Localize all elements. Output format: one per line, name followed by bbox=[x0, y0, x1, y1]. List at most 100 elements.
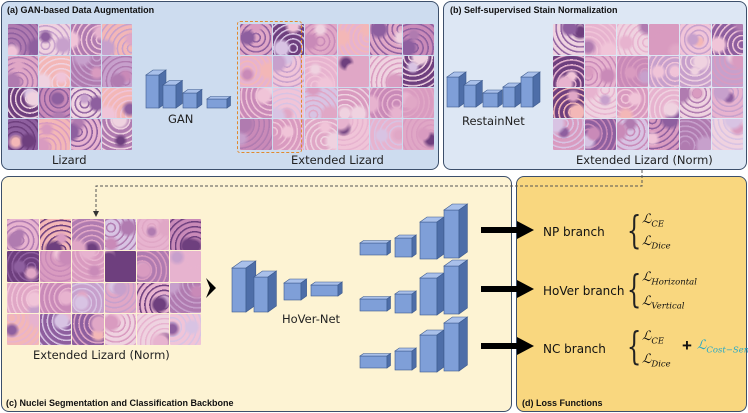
decoder-branch-block bbox=[394, 290, 418, 314]
restainnet-layer-block bbox=[446, 71, 467, 108]
tissue-tile bbox=[712, 55, 743, 87]
panel-c-title: (c) Nuclei Segmentation and Classificati… bbox=[6, 398, 234, 408]
tissue-tile bbox=[616, 55, 648, 87]
restainnet-layer-block bbox=[502, 82, 522, 108]
decoder-branch-block bbox=[419, 329, 445, 373]
tissue-tile bbox=[240, 87, 272, 119]
tissue-tile bbox=[370, 55, 402, 87]
np-loss-brace: { bbox=[626, 208, 642, 252]
tissue-tile bbox=[305, 119, 337, 150]
tissue-tile bbox=[169, 250, 201, 282]
loss-ce-nc: ℒCE bbox=[642, 329, 665, 347]
tissue-tile bbox=[39, 55, 70, 87]
tissue-tile bbox=[137, 314, 169, 345]
tissue-tile bbox=[337, 119, 369, 150]
tissue-tile bbox=[104, 250, 136, 282]
tissue-tile bbox=[72, 250, 104, 282]
tissue-tile bbox=[680, 55, 712, 87]
tissue-tile bbox=[39, 87, 70, 119]
tissue-tile bbox=[70, 55, 101, 87]
tissue-tile bbox=[712, 24, 743, 55]
gan-layer-block bbox=[182, 88, 203, 109]
tissue-tile bbox=[272, 24, 304, 55]
dashed-connector bbox=[93, 170, 643, 217]
tissue-tile bbox=[240, 24, 272, 55]
tissue-tile bbox=[402, 24, 434, 55]
input-chevron-arrow bbox=[206, 278, 216, 298]
tissue-tile bbox=[370, 119, 402, 150]
tissue-tile bbox=[553, 24, 584, 55]
tissue-tile bbox=[553, 119, 584, 150]
decoder-branch-block bbox=[359, 239, 392, 256]
normalized-image-grid-c bbox=[7, 219, 201, 345]
tissue-tile bbox=[553, 87, 584, 119]
tissue-tile bbox=[104, 282, 136, 314]
extended-lizard-norm-label-b: Extended Lizard (Norm) bbox=[576, 153, 713, 167]
loss-dice-np: ℒDice bbox=[642, 234, 671, 252]
decoder-branch-block bbox=[359, 295, 392, 312]
restainnet-layer-block bbox=[463, 79, 484, 108]
restainnet-layer-block bbox=[482, 89, 504, 108]
hovernet-encoder-block bbox=[231, 260, 257, 313]
tissue-tile bbox=[712, 87, 743, 119]
tissue-tile bbox=[272, 87, 304, 119]
tissue-tile bbox=[402, 87, 434, 119]
decoder-branch-block bbox=[443, 259, 469, 315]
normalized-image-grid-b bbox=[553, 24, 743, 150]
tissue-tile bbox=[8, 55, 39, 87]
np-branch-arrow bbox=[481, 221, 534, 239]
tissue-tile bbox=[272, 55, 304, 87]
gan-label: GAN bbox=[168, 112, 194, 126]
decoder-branch-block bbox=[419, 216, 445, 260]
tissue-tile bbox=[616, 24, 648, 55]
panel-loss-functions bbox=[516, 176, 747, 412]
tissue-tile bbox=[648, 119, 680, 150]
tissue-tile bbox=[584, 24, 616, 55]
hover-branch-label: HoVer branch bbox=[543, 284, 625, 298]
tissue-tile bbox=[8, 87, 39, 119]
tissue-tile bbox=[70, 119, 101, 150]
tissue-tile bbox=[616, 119, 648, 150]
tissue-tile bbox=[101, 119, 132, 150]
generated-images-highlight bbox=[237, 21, 302, 153]
hovernet-label: HoVer-Net bbox=[282, 312, 341, 326]
tissue-tile bbox=[72, 219, 104, 250]
tissue-tile bbox=[680, 24, 712, 55]
tissue-tile bbox=[101, 87, 132, 119]
tissue-tile bbox=[169, 219, 201, 250]
tissue-tile bbox=[39, 314, 71, 345]
tissue-tile bbox=[8, 24, 39, 55]
decoder-branch-block bbox=[394, 234, 418, 258]
decoder-branch-block bbox=[394, 347, 418, 371]
tissue-tile bbox=[137, 250, 169, 282]
tissue-tile bbox=[104, 314, 136, 345]
tissue-tile bbox=[39, 219, 71, 250]
nc-branch-label: NC branch bbox=[543, 342, 606, 356]
tissue-tile bbox=[553, 55, 584, 87]
tissue-tile bbox=[305, 87, 337, 119]
loss-vertical: ℒVertical bbox=[642, 294, 685, 312]
plus-sign: + bbox=[682, 336, 692, 355]
nc-branch-arrow bbox=[481, 337, 534, 355]
tissue-tile bbox=[305, 24, 337, 55]
tissue-tile bbox=[169, 282, 201, 314]
tissue-tile bbox=[169, 314, 201, 345]
tissue-tile bbox=[101, 55, 132, 87]
lizard-label: Lizard bbox=[52, 153, 87, 167]
hovernet-encoder-block bbox=[310, 281, 344, 297]
extended-lizard-label: Extended Lizard bbox=[291, 153, 384, 167]
tissue-tile bbox=[305, 55, 337, 87]
decoder-branch-block bbox=[443, 316, 469, 372]
loss-horizontal: ℒHorizontal bbox=[642, 270, 697, 288]
tissue-tile bbox=[72, 282, 104, 314]
decoder-branch-block bbox=[359, 352, 392, 369]
tissue-tile bbox=[272, 119, 304, 150]
tissue-tile bbox=[39, 250, 71, 282]
loss-dice-nc: ℒDice bbox=[642, 352, 671, 370]
tissue-tile bbox=[8, 119, 39, 150]
loss-ce-np: ℒCE bbox=[642, 212, 665, 230]
extended-lizard-norm-label-c: Extended Lizard (Norm) bbox=[33, 348, 170, 362]
tissue-tile bbox=[39, 119, 70, 150]
tissue-tile bbox=[70, 24, 101, 55]
hovernet-encoder-block bbox=[253, 270, 278, 313]
